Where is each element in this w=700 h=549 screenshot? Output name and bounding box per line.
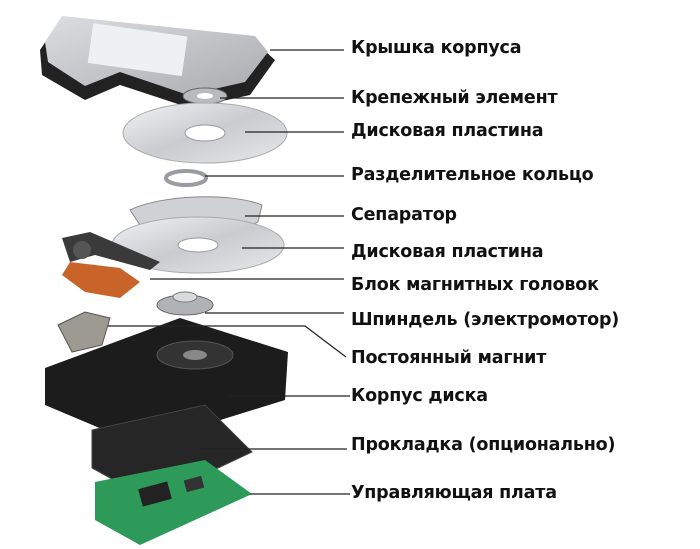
label-platter-1: Дисковая пластина bbox=[351, 121, 544, 141]
platter-2 bbox=[111, 216, 285, 274]
top-cover bbox=[40, 16, 275, 108]
label-platter-2: Дисковая пластина bbox=[351, 242, 544, 262]
label-spindle: Шпиндель (электромотор) bbox=[351, 310, 620, 330]
label-separator: Сепаратор bbox=[351, 205, 457, 225]
permanent-magnet bbox=[57, 311, 111, 353]
label-board: Управляющая плата bbox=[351, 483, 557, 503]
control-board bbox=[95, 460, 252, 545]
disk-case bbox=[45, 318, 288, 445]
label-head-stack: Блок магнитных головок bbox=[351, 275, 599, 295]
label-case: Корпус диска bbox=[351, 386, 488, 406]
label-magnet: Постоянный магнит bbox=[351, 348, 547, 368]
label-cover: Крышка корпуса bbox=[351, 38, 522, 58]
fastener bbox=[182, 87, 228, 105]
label-spacer-ring: Разделительное кольцо bbox=[351, 165, 594, 185]
label-gasket: Прокладка (опционально) bbox=[351, 435, 616, 455]
head-stack-assembly bbox=[62, 232, 160, 298]
spindle-motor bbox=[156, 291, 214, 316]
platter-1 bbox=[122, 102, 288, 164]
label-fastener: Крепежный элемент bbox=[351, 88, 558, 108]
spacer-ring bbox=[164, 169, 208, 187]
leader-lines bbox=[108, 49, 350, 495]
